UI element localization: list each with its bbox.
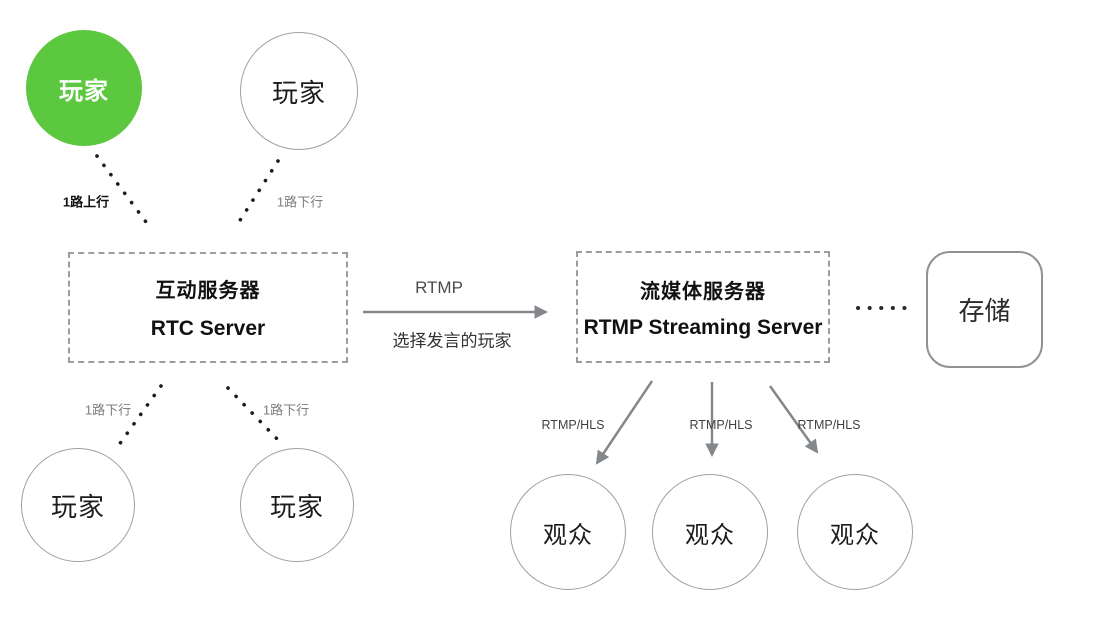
streaming-server-title-en: RTMP Streaming Server bbox=[583, 315, 823, 339]
downlink-bottom-right-label: 1路下行 bbox=[262, 402, 310, 418]
rtmp-note-label: 选择发言的玩家 bbox=[392, 331, 512, 351]
downlink-top-dotted-line bbox=[235, 159, 280, 227]
storage-label: 存储 bbox=[958, 296, 1011, 326]
downlink-bottom-left-label: 1路下行 bbox=[84, 402, 132, 418]
downlink-top-label: 1路下行 bbox=[276, 194, 324, 210]
audience-node-2: 观众 bbox=[652, 474, 768, 590]
rtc-server-box: 互动服务器 RTC Server bbox=[68, 252, 348, 363]
rtmp-hls-label-2: RTMP/HLS bbox=[689, 418, 753, 432]
player-node-top: 玩家 bbox=[240, 32, 358, 150]
player-node-bottom-left: 玩家 bbox=[21, 448, 135, 562]
downlink-bottom-right-dotted-line bbox=[226, 386, 283, 445]
rtmp-label: RTMP bbox=[415, 278, 463, 297]
audience-arrow-1 bbox=[595, 380, 654, 465]
audience-node-1: 观众 bbox=[510, 474, 626, 590]
player-label: 玩家 bbox=[50, 491, 105, 522]
rtmp-hls-label-3: RTMP/HLS bbox=[797, 418, 861, 432]
uplink-label: 1路上行 bbox=[62, 194, 110, 210]
audience-arrow-3 bbox=[768, 385, 819, 454]
audience-node-3: 观众 bbox=[797, 474, 913, 590]
player-node-active: 玩家 bbox=[26, 30, 142, 146]
streaming-server-title-zh: 流媒体服务器 bbox=[640, 280, 766, 303]
player-label: 玩家 bbox=[59, 77, 109, 105]
rtmp-hls-label-1: RTMP/HLS bbox=[541, 418, 605, 432]
player-label: 玩家 bbox=[269, 491, 324, 522]
rtc-server-title-en: RTC Server bbox=[150, 317, 266, 340]
downlink-bottom-left-dotted-line bbox=[114, 384, 163, 451]
audience-label: 观众 bbox=[830, 521, 880, 549]
audience-label: 观众 bbox=[685, 521, 735, 549]
storage-node: 存储 bbox=[926, 251, 1043, 368]
streaming-server-box: 流媒体服务器 RTMP Streaming Server bbox=[576, 251, 830, 363]
player-node-bottom-right: 玩家 bbox=[240, 448, 354, 562]
audience-label: 观众 bbox=[543, 521, 593, 549]
rtc-server-title-zh: 互动服务器 bbox=[155, 280, 261, 302]
player-label: 玩家 bbox=[271, 77, 326, 108]
